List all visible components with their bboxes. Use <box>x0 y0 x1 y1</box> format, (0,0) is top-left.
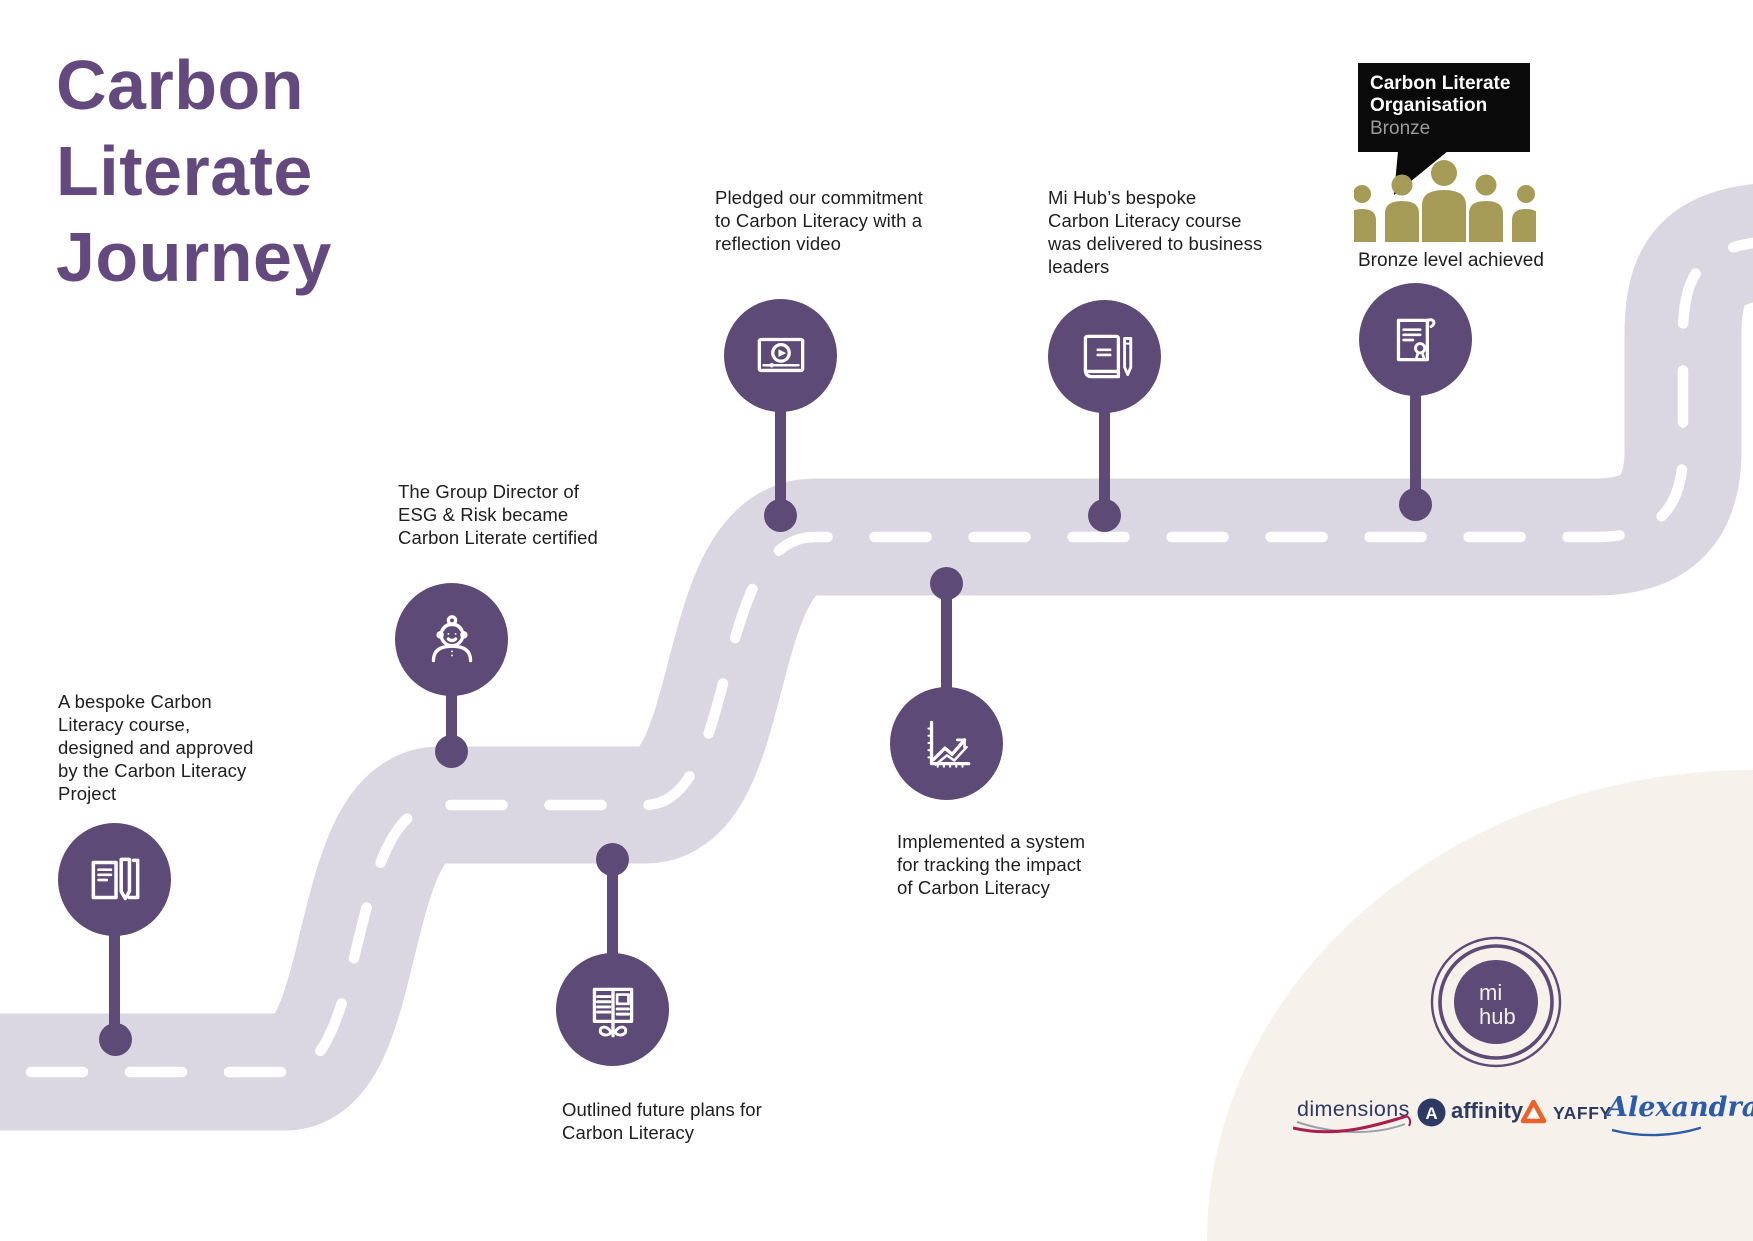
text-line: reflection video <box>715 233 842 254</box>
milestone-1-road-dot <box>99 1023 132 1056</box>
page-title: Carbon Literate Journey <box>56 42 332 300</box>
affinity-initial: A <box>1425 1104 1437 1123</box>
road-center-dashes <box>0 237 1753 1078</box>
text-line: Outlined future plans for <box>562 1099 762 1120</box>
milestone-6-stem <box>1099 357 1110 516</box>
yaffy-logo: YAFFY <box>1553 1103 1612 1123</box>
text-line: designed and approved <box>58 737 254 758</box>
milestone-1-pin <box>58 823 171 936</box>
alexandra-swash <box>1612 1126 1702 1137</box>
text-line: Carbon Literacy course <box>1048 210 1242 231</box>
affinity-icon: A <box>1417 1098 1446 1127</box>
text-line: of Carbon Literacy <box>897 877 1050 898</box>
milestone-4-text: Pledged our commitment to Carbon Literac… <box>715 186 923 255</box>
milestone-2-road-dot <box>435 735 468 768</box>
milestone-3-stem <box>607 860 618 1010</box>
milestone-6-pin <box>1048 300 1161 413</box>
badge-title-line: Organisation <box>1370 95 1488 116</box>
text-line: ESG & Risk became <box>398 504 569 525</box>
text-line: Literacy course, <box>58 714 191 735</box>
text-line: Carbon Literacy <box>562 1122 695 1143</box>
milestone-6-road-dot <box>1088 499 1121 532</box>
dimensions-swoosh <box>1293 1114 1412 1134</box>
text-line: to Carbon Literacy with a <box>715 210 923 231</box>
milestone-5-stem <box>941 584 952 744</box>
text-line: Project <box>58 783 117 804</box>
alexandra-logo: Alexandra <box>1607 1092 1753 1123</box>
tracking-chart-icon <box>926 720 970 768</box>
milestone-7-text: Bronze level achieved <box>1358 250 1544 271</box>
text-line: for tracking the impact <box>897 854 1082 875</box>
text-line: Mi Hub’s bespoke <box>1048 187 1197 208</box>
text-line: Carbon Literate certified <box>398 527 598 548</box>
milestone-5-pin <box>890 687 1003 800</box>
milestone-1-stem <box>109 880 120 1040</box>
reflection-video-icon <box>757 337 804 372</box>
open-book-pencil-icon <box>91 857 139 900</box>
milestone-7-stem <box>1410 340 1421 505</box>
milestone-3-pin <box>556 953 669 1066</box>
mihub-text-mi: mi <box>1479 980 1502 1005</box>
title-line: Literate <box>56 132 313 210</box>
milestone-4-pin <box>724 299 837 412</box>
badge-level-label: Bronze <box>1370 118 1431 139</box>
title-line: Carbon <box>56 46 304 124</box>
milestone-3-text: Outlined future plans for Carbon Literac… <box>562 1098 762 1144</box>
text-line: leaders <box>1048 256 1110 277</box>
milestone-2-text: The Group Director of ESG & Risk became … <box>398 480 598 549</box>
text-line: The Group Director of <box>398 481 580 502</box>
milestone-1-text: A bespoke Carbon Literacy course, design… <box>58 690 253 805</box>
open-book-leaves-icon <box>592 987 633 1037</box>
text-line: Pledged our commitment <box>715 187 923 208</box>
yaffy-icon <box>1520 1099 1547 1124</box>
milestone-6-text: Mi Hub’s bespoke Carbon Literacy course … <box>1048 186 1262 278</box>
certificate-scroll-icon <box>1396 317 1435 361</box>
people-group-icon <box>1354 160 1536 242</box>
course-book-pencil-icon <box>1083 334 1132 378</box>
dimensions-logo: dimensions <box>1297 1097 1410 1121</box>
affinity-logo: affinity <box>1451 1098 1524 1123</box>
text-line: A bespoke Carbon <box>58 691 212 712</box>
milestone-2-pin <box>395 583 508 696</box>
title-line: Journey <box>56 218 332 296</box>
text-line: by the Carbon Literacy <box>58 760 247 781</box>
carbon-literate-organisation-badge: Carbon Literate Organisation Bronze <box>1358 63 1530 152</box>
badge-title-line: Carbon Literate <box>1370 73 1511 94</box>
mihub-logo: mi hub <box>1430 936 1562 1068</box>
text-line: was delivered to business <box>1048 233 1263 254</box>
milestone-7-road-dot <box>1399 488 1432 521</box>
milestone-7-pin <box>1359 283 1472 396</box>
mihub-text-hub: hub <box>1479 1004 1516 1029</box>
milestone-4-stem <box>775 356 786 516</box>
text-line: Implemented a system <box>897 831 1086 852</box>
milestone-2-stem <box>446 640 457 752</box>
certified-person-icon <box>431 614 472 662</box>
milestone-5-text: Implemented a system for tracking the im… <box>897 830 1085 899</box>
milestone-4-road-dot <box>764 499 797 532</box>
